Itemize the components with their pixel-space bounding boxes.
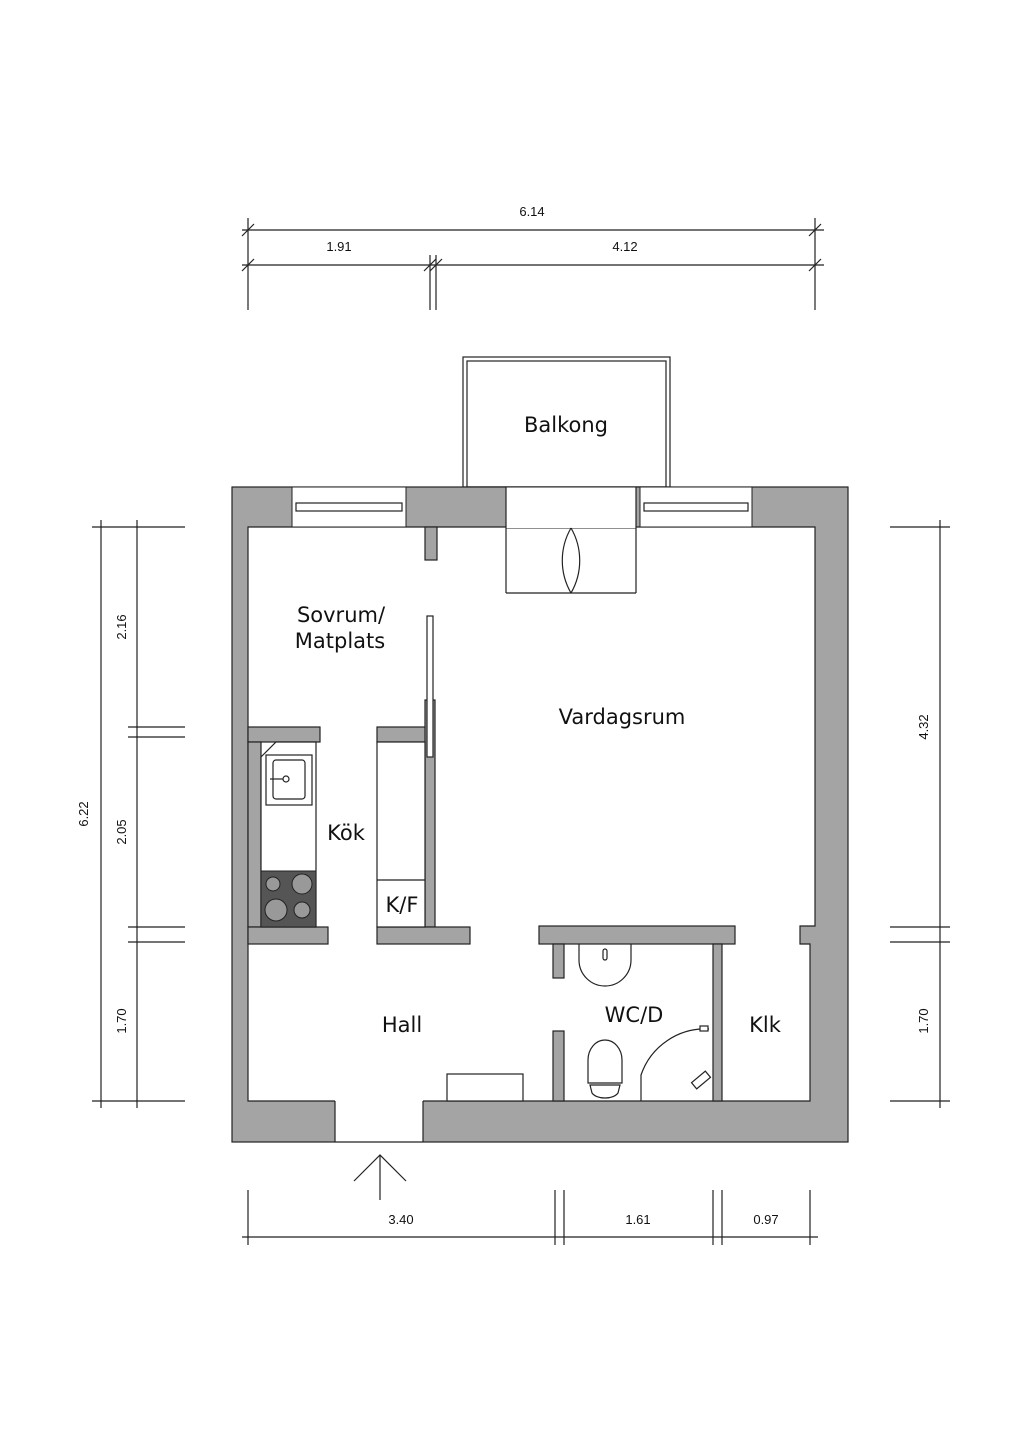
kitchen-counter <box>260 741 317 928</box>
washbasin-icon <box>578 944 632 987</box>
bottom-dimensions: 3.40 1.61 0.97 <box>242 1190 818 1245</box>
room-label-kitchen: Kök <box>327 821 366 845</box>
window-right <box>639 486 753 528</box>
dim-left-mid: 2.05 <box>114 819 129 844</box>
room-label-living: Vardagsrum <box>559 705 686 729</box>
entrance-arrow-icon <box>353 1154 407 1200</box>
room-label-closet: Klk <box>749 1013 782 1037</box>
toilet-icon <box>587 1039 623 1099</box>
dim-top-total: 6.14 <box>519 204 544 219</box>
top-dimensions: 6.14 1.91 4.12 <box>241 204 824 310</box>
room-label-balcony: Balkong <box>524 413 608 437</box>
shower-icon <box>640 1025 712 1101</box>
window-left <box>291 486 407 528</box>
room-label-bedroom-1: Sovrum/ <box>297 603 386 627</box>
dim-left-bottom: 1.70 <box>114 1008 129 1033</box>
balcony: Balkong <box>462 356 671 488</box>
label-fridge: K/F <box>386 893 419 917</box>
dim-bottom-right: 0.97 <box>753 1212 778 1227</box>
balcony-door[interactable] <box>505 486 637 594</box>
dim-right-bottom: 1.70 <box>916 1008 931 1033</box>
sliding-door[interactable] <box>426 615 434 758</box>
dim-left-total: 6.22 <box>76 801 91 826</box>
dim-left-top: 2.16 <box>114 614 129 639</box>
hall-bench <box>446 1073 524 1102</box>
room-label-hall: Hall <box>382 1013 422 1037</box>
dim-top-right: 4.12 <box>612 239 637 254</box>
fridge-counter <box>376 741 426 928</box>
interior <box>247 526 816 1102</box>
room-label-bedroom-2: Matplats <box>295 629 385 653</box>
left-dimensions: 6.22 2.16 2.05 1.70 <box>76 520 185 1108</box>
dim-bottom-left: 3.40 <box>388 1212 413 1227</box>
entrance-opening[interactable] <box>335 1100 423 1143</box>
dim-bottom-mid: 1.61 <box>625 1212 650 1227</box>
interior-walls <box>247 526 736 1102</box>
dim-right-top: 4.32 <box>916 714 931 739</box>
dim-top-left: 1.91 <box>326 239 351 254</box>
room-label-wc: WC/D <box>605 1003 664 1027</box>
right-dimensions: 4.32 1.70 <box>890 520 950 1108</box>
